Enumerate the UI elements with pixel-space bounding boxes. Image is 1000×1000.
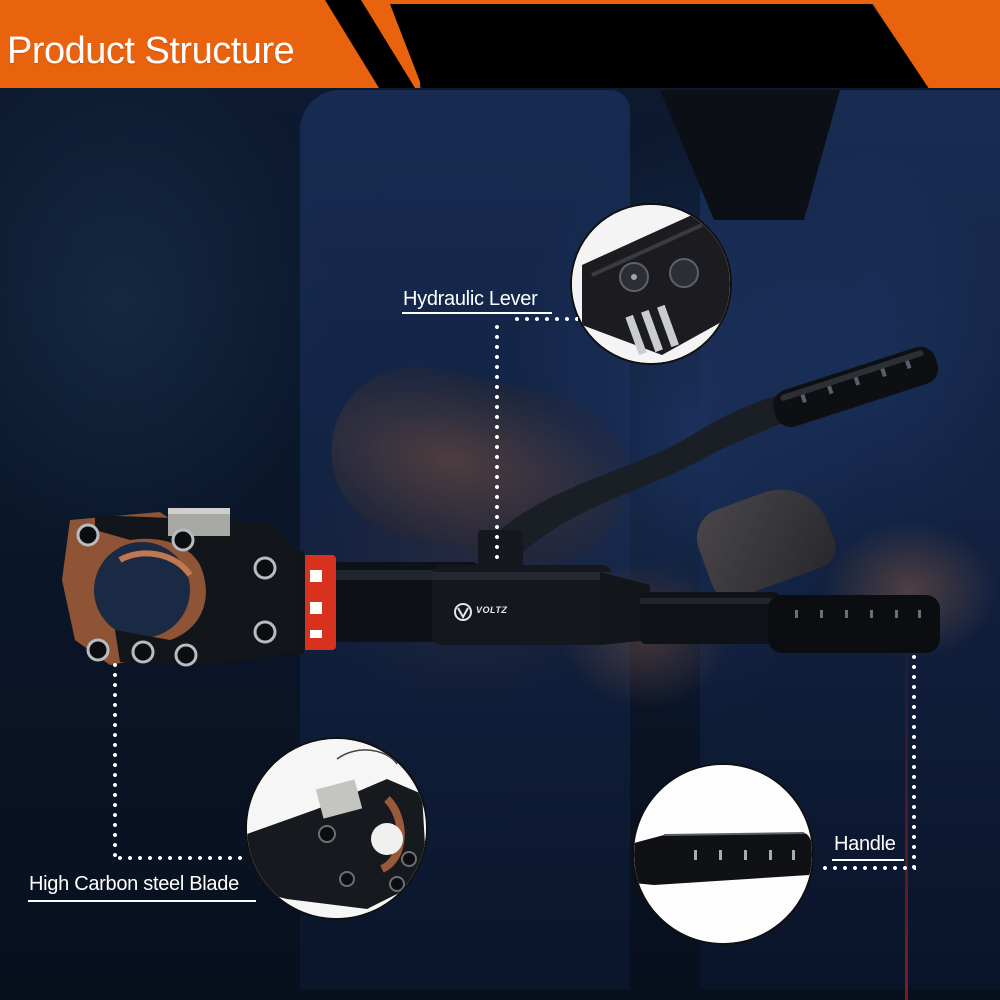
leader-line-vertical: [912, 652, 916, 872]
callout-label-blade: High Carbon steel Blade: [29, 873, 239, 895]
brand-logo-text: VOLTZ: [476, 605, 508, 615]
detail-circle-blade: [245, 737, 428, 920]
blade-head-closeup-image: [247, 739, 426, 918]
detail-circle-hydraulic-lever: [570, 203, 732, 365]
section-header-banner: Product Structure: [0, 0, 1000, 88]
page-title: Product Structure: [7, 30, 295, 72]
leader-line-vertical: [113, 660, 117, 858]
leader-line-horizontal: [820, 866, 916, 870]
header-top-accent-line: [0, 0, 1000, 4]
callout-label-handle: Handle: [834, 833, 896, 855]
leader-line-horizontal: [512, 317, 578, 321]
lever-pivot: [478, 530, 523, 570]
header-black-band: [390, 4, 930, 88]
callout-underline: [402, 312, 552, 314]
leader-line-horizontal: [115, 856, 248, 860]
leader-line-vertical: [495, 322, 499, 564]
handle-grip-closeup-image: [634, 765, 812, 943]
lever-pivot-closeup-image: [572, 205, 730, 363]
callout-label-hydraulic-lever: Hydraulic Lever: [403, 288, 538, 310]
red-wire: [905, 650, 908, 1000]
callout-underline: [832, 859, 904, 861]
v-circle-logo-icon: [454, 603, 472, 621]
detail-circle-handle: [632, 763, 814, 945]
callout-underline: [28, 900, 256, 902]
